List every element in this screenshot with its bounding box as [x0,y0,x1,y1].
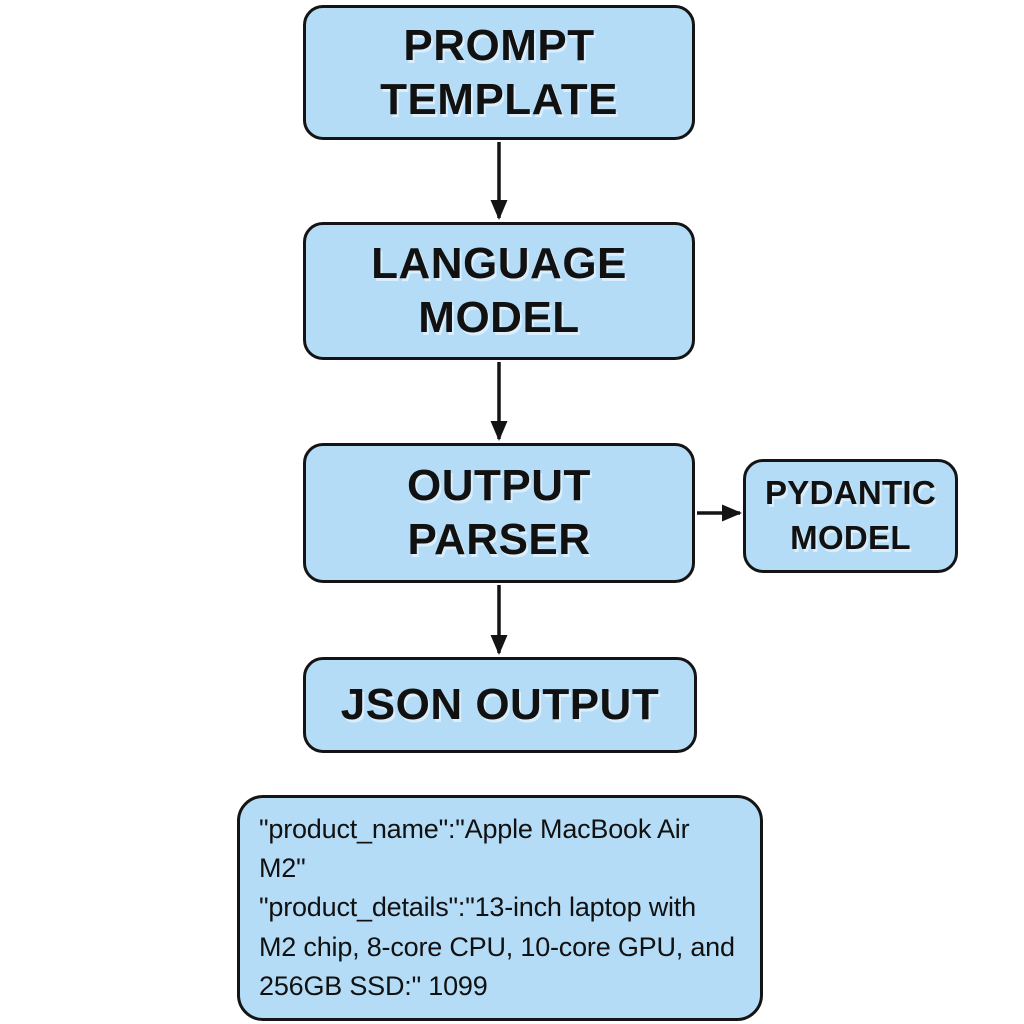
node-output-parser-label: OUTPUT PARSER [407,461,591,564]
node-prompt-template: PROMPT TEMPLATE [303,5,695,140]
node-json-example: "product_name":"Apple MacBook Air M2" "p… [237,795,763,1021]
node-language-model: LANGUAGE MODEL [303,222,695,360]
node-pydantic-model-label: PYDANTIC MODEL [764,474,937,556]
node-language-model-label: LANGUAGE MODEL [371,239,627,342]
node-output-parser: OUTPUT PARSER [303,443,695,583]
node-json-example-text: "product_name":"Apple MacBook Air M2" "p… [259,814,735,1001]
node-json-output-label: JSON OUTPUT [340,680,660,730]
node-json-output: JSON OUTPUT [303,657,697,753]
node-pydantic-model: PYDANTIC MODEL [743,459,958,573]
node-prompt-template-label: PROMPT TEMPLATE [380,20,618,124]
